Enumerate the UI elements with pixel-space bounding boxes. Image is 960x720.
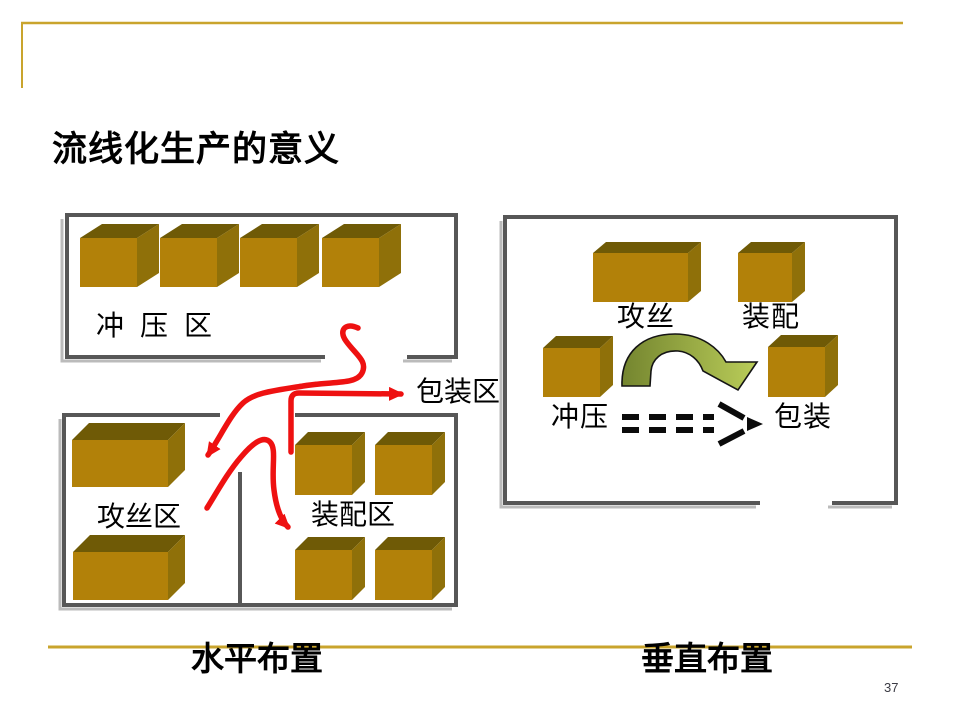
page-number: 37 (884, 680, 899, 695)
caption-horizontal-layout: 水平布置 (191, 642, 323, 678)
pallet-3d (322, 224, 401, 287)
pallet-3d (240, 224, 319, 287)
pallet-3d (543, 336, 613, 397)
label-tapping-station: 攻丝 (617, 302, 676, 333)
flow-cell-box (503, 215, 898, 505)
pallet-3d (73, 535, 185, 600)
pallet-3d (593, 242, 701, 302)
pallet-3d (375, 537, 445, 600)
label-tapping-area: 攻丝区 (97, 502, 182, 533)
flow-box-shadow (499, 221, 892, 509)
label-stamping-area: 冲压区 (96, 311, 229, 342)
slide-title: 流线化生产的意义 (52, 130, 341, 169)
label-assembly-area: 装配区 (311, 500, 396, 531)
dashed-flow-arrow (622, 401, 763, 447)
right-diagram (499, 215, 898, 509)
pallet-3d (160, 224, 239, 287)
pallet-3d (295, 537, 365, 600)
stamping-box-shadow (60, 219, 452, 363)
pallet-3d (72, 423, 185, 487)
caption-vertical-layout: 垂直布置 (641, 642, 773, 678)
pallet-3d (375, 432, 445, 495)
pallet-3d (295, 432, 365, 495)
lower-box-shadow (58, 419, 452, 611)
label-packaging-station: 包装 (774, 402, 833, 433)
label-stamping-station: 冲压 (551, 402, 610, 433)
left-diagram (58, 213, 458, 611)
tapping-assembly-box (62, 413, 458, 607)
pallet-3d (80, 224, 159, 287)
curved-flow-arrow (621, 333, 759, 392)
label-assembly-station: 装配 (742, 302, 801, 333)
flow-arrow-stamping-to-tapping (205, 323, 367, 458)
pallet-3d (738, 242, 805, 302)
label-packaging-area: 包装区 (416, 377, 501, 408)
stamping-area-box (65, 213, 458, 359)
flow-arrow-tapping-to-assembly (204, 436, 291, 530)
flow-arrow-assembly-to-packaging (288, 386, 404, 455)
pallet-3d (768, 335, 838, 397)
